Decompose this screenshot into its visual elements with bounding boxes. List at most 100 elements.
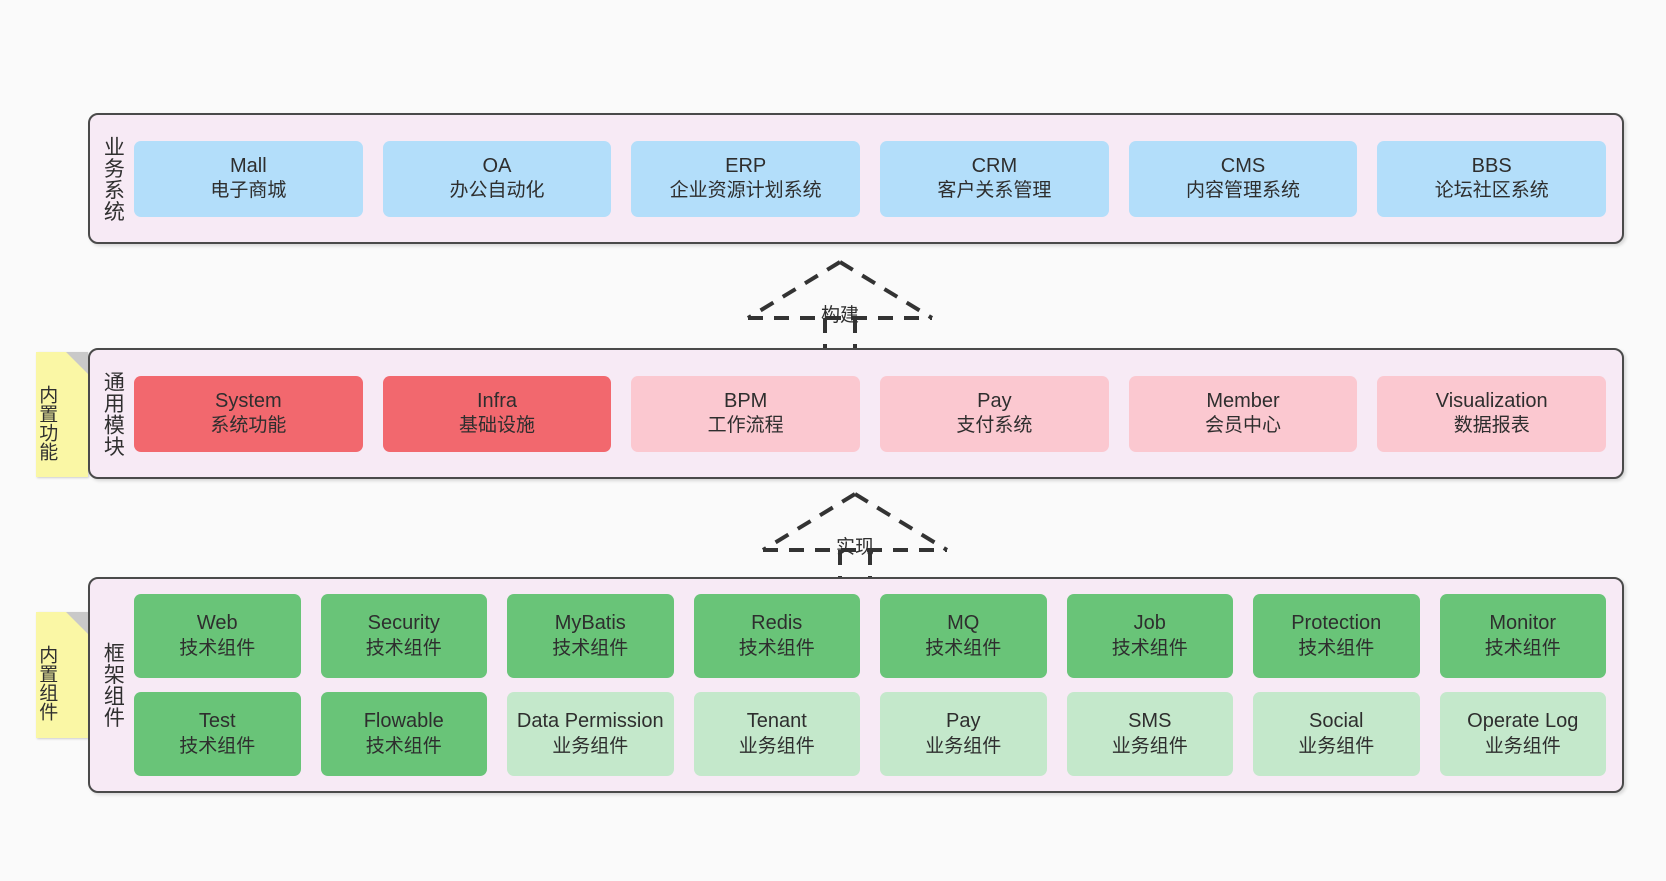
node-title: BPM [724,389,768,412]
node-social[interactable]: Social 业务组件 [1253,692,1420,776]
node-subtitle: 技术组件 [179,735,256,757]
node-oa[interactable]: OA 办公自动化 [382,140,612,217]
node-data-permission[interactable]: Data Permission 业务组件 [507,692,674,776]
node-subtitle: 客户关系管理 [937,180,1052,202]
node-title: BBS [1471,154,1512,177]
node-title: CRM [971,154,1018,177]
node-subtitle: 系统功能 [210,415,287,437]
node-title: OA [482,154,512,177]
node-title: Mall [230,154,267,177]
node-subtitle: 技术组件 [179,637,256,659]
connector-label-build: 构建 [820,305,859,326]
node-subtitle: 技术组件 [925,637,1002,659]
node-subtitle: 技术组件 [1298,637,1375,659]
node-mall[interactable]: Mall 电子商城 [134,140,363,217]
node-subtitle: 技术组件 [1484,637,1561,659]
node-subtitle: 支付系统 [956,415,1033,437]
node-mybatis[interactable]: MyBatis 技术组件 [507,594,674,678]
node-title: Infra [476,389,518,412]
node-title: ERP [725,154,767,177]
node-cms[interactable]: CMS 内容管理系统 [1128,140,1358,217]
node-row: Mall 电子商城 OA 办公自动化 ERP 企业资源计划系统 CRM 客户关系… [134,140,1607,217]
node-subtitle: 基础设施 [459,415,536,437]
node-subtitle: 业务组件 [738,735,815,757]
node-row: System 系统功能 Infra 基础设施 BPM 工作流程 Pay 支付系统… [134,375,1607,452]
node-title: MQ [947,612,980,635]
node-title: Operate Log [1467,710,1579,733]
node-title: Job [1133,612,1166,635]
node-subtitle: 技术组件 [365,735,442,757]
node-infra[interactable]: Infra 基础设施 [382,375,612,452]
node-subtitle: 技术组件 [738,637,815,659]
note-builtin-components: 内置组件 [36,612,88,738]
node-redis[interactable]: Redis 技术组件 [693,594,860,678]
connector-label-implement: 实现 [835,537,874,558]
node-title: Protection [1291,612,1382,635]
node-tenant[interactable]: Tenant 业务组件 [693,692,860,776]
node-test[interactable]: Test 技术组件 [134,692,301,776]
node-row: Test 技术组件 Flowable 技术组件 Data Permission … [134,692,1606,776]
node-subtitle: 内容管理系统 [1186,180,1301,202]
node-title: SMS [1128,710,1172,733]
layer-title-business-system: 业务系统 [101,135,125,222]
node-bpm[interactable]: BPM 工作流程 [631,375,861,452]
node-pay-module[interactable]: Pay 支付系统 [880,375,1109,452]
node-title: Redis [751,612,803,635]
node-system[interactable]: System 系统功能 [134,375,363,452]
node-pay-component[interactable]: Pay 业务组件 [880,692,1047,776]
node-subtitle: 业务组件 [1484,735,1561,757]
node-title: Test [198,710,236,733]
note-text: 内置功能 [36,384,58,461]
node-crm[interactable]: CRM 客户关系管理 [880,140,1109,217]
node-subtitle: 论坛社区系统 [1434,180,1549,202]
node-member[interactable]: Member 会员中心 [1128,375,1358,452]
node-title: Security [367,612,440,635]
node-operate-log[interactable]: Operate Log 业务组件 [1439,692,1606,776]
note-builtin-features: 内置功能 [36,352,88,477]
node-title: Monitor [1489,612,1557,635]
node-subtitle: 企业资源计划系统 [669,180,822,202]
generalization-arrow-icon [746,260,934,352]
node-subtitle: 办公自动化 [449,180,545,202]
layer-title-common-modules: 通用模块 [101,370,125,457]
node-erp[interactable]: ERP 企业资源计划系统 [631,140,861,217]
note-text: 内置组件 [36,645,58,721]
node-sms[interactable]: SMS 业务组件 [1066,692,1233,776]
node-job[interactable]: Job 技术组件 [1066,594,1233,678]
node-title: Flowable [363,710,444,733]
node-web[interactable]: Web 技术组件 [134,594,301,678]
node-row: Web 技术组件 Security 技术组件 MyBatis 技术组件 Redi… [134,594,1606,678]
node-protection[interactable]: Protection 技术组件 [1253,594,1420,678]
connector-build-arrow: 构建 [730,256,950,352]
layer-body-business-system: Mall 电子商城 OA 办公自动化 ERP 企业资源计划系统 CRM 客户关系… [134,115,1622,242]
connector-implement-arrow: 实现 [745,488,965,584]
node-mq[interactable]: MQ 技术组件 [880,594,1047,678]
layer-body-common-modules: System 系统功能 Infra 基础设施 BPM 工作流程 Pay 支付系统… [134,350,1622,477]
layer-business-system: 业务系统 Mall 电子商城 OA 办公自动化 ERP 企业资源计划系统 CRM… [88,113,1624,244]
layer-common-modules: 通用模块 System 系统功能 Infra 基础设施 BPM 工作流程 Pay… [88,348,1624,479]
node-subtitle: 电子商城 [210,180,287,202]
layer-title-framework-components: 框架组件 [101,642,125,728]
node-title: Web [196,612,238,635]
node-title: Social [1309,710,1364,733]
node-flowable[interactable]: Flowable 技术组件 [320,692,487,776]
node-title: System [214,389,282,412]
node-subtitle: 会员中心 [1205,415,1282,437]
node-title: Data Permission [516,710,664,733]
node-subtitle: 数据报表 [1453,415,1530,437]
node-subtitle: 技术组件 [552,637,629,659]
node-title: MyBatis [554,612,626,635]
node-subtitle: 业务组件 [552,735,629,757]
node-visualization[interactable]: Visualization 数据报表 [1377,375,1607,452]
node-title: Pay [946,710,981,733]
node-subtitle: 工作流程 [707,415,784,437]
node-security[interactable]: Security 技术组件 [320,594,487,678]
node-subtitle: 技术组件 [365,637,442,659]
node-title: Visualization [1435,389,1548,412]
note-fold-corner-icon [66,352,88,374]
node-subtitle: 业务组件 [925,735,1002,757]
layer-body-framework-components: Web 技术组件 Security 技术组件 MyBatis 技术组件 Redi… [134,579,1622,791]
node-title: Tenant [746,710,807,733]
node-monitor[interactable]: Monitor 技术组件 [1439,594,1606,678]
node-bbs[interactable]: BBS 论坛社区系统 [1377,140,1607,217]
